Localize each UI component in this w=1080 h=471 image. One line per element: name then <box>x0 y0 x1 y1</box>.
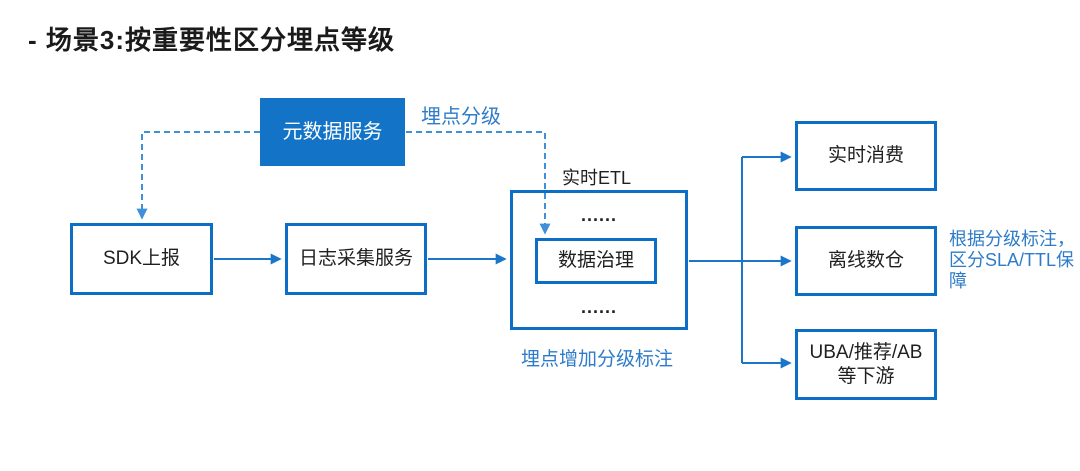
page-title: - 场景3:按重要性区分埋点等级 <box>28 25 396 55</box>
label-etl-grading-note: 埋点增加分级标注 <box>521 349 674 370</box>
label-event-grading: 埋点分级 <box>421 106 501 128</box>
node-uba-downstream: UBA/推荐/AB 等下游 <box>795 329 937 400</box>
label-sla-note-line3: 障 <box>949 271 967 291</box>
label-sla-note-line2: 区分SLA/TTL保 <box>949 250 1075 270</box>
etl-dots-top: ...... <box>580 205 617 225</box>
label-realtime-etl: 实时ETL <box>562 168 632 188</box>
node-uba-downstream-label: UBA/推荐/AB 等下游 <box>810 341 923 389</box>
node-offline-warehouse: 离线数仓 <box>795 226 937 296</box>
label-sla-note: 根据分级标注， 区分SLA/TTL保 障 <box>949 229 1080 292</box>
node-uba-downstream-line2: 等下游 <box>837 365 895 387</box>
label-sla-note-line1: 根据分级标注， <box>949 229 1075 249</box>
node-log-collection: 日志采集服务 <box>285 223 427 295</box>
node-sdk-report: SDK上报 <box>70 223 213 295</box>
dashed-arrow-metadata-to-sdk <box>136 131 260 220</box>
node-metadata-service-label: 元数据服务 <box>282 120 383 143</box>
node-sdk-report-label: SDK上报 <box>102 248 181 270</box>
node-realtime-consume-label: 实时消费 <box>827 145 904 167</box>
node-data-governance: 数据治理 <box>535 238 657 284</box>
node-uba-downstream-line1: UBA/推荐/AB <box>809 341 923 363</box>
node-log-collection-label: 日志采集服务 <box>298 248 413 270</box>
node-metadata-service: 元数据服务 <box>260 98 405 166</box>
etl-dots-bottom: ...... <box>580 297 617 317</box>
node-realtime-consume: 实时消费 <box>795 121 937 191</box>
node-data-governance-label: 数据治理 <box>557 250 634 272</box>
node-offline-warehouse-label: 离线数仓 <box>827 250 904 272</box>
